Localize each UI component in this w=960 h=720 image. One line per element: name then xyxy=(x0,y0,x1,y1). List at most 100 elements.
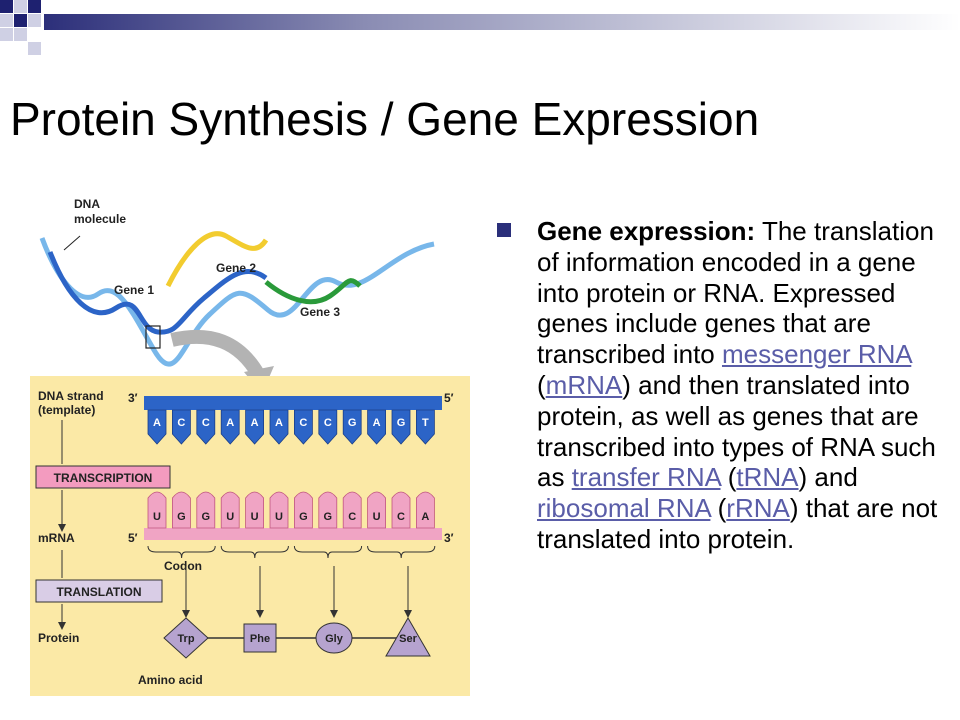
term-label: Gene expression: xyxy=(537,216,756,246)
codon-bracket xyxy=(147,545,216,559)
dna-base: T xyxy=(415,409,435,445)
dna-base: A xyxy=(245,409,265,445)
arrow-head xyxy=(330,610,338,618)
body-text: ( xyxy=(537,369,546,400)
deco-square xyxy=(28,42,41,55)
gene-3-segment xyxy=(264,278,362,305)
link-transfer-rna[interactable]: transfer RNA xyxy=(571,462,721,493)
gene-expression-figure: DNA molecule Gene 1 Gene 2 Gene 3 DNA st… xyxy=(30,197,470,696)
amino-acid: Gly xyxy=(315,622,353,654)
svg-text:U: U xyxy=(275,511,283,523)
svg-text:G: G xyxy=(397,417,406,429)
arrow-head xyxy=(256,610,264,618)
deco-square xyxy=(28,0,41,13)
codon-bracket xyxy=(367,545,436,559)
translation-label: TRANSLATION xyxy=(56,585,141,599)
body-text: ( xyxy=(710,493,727,524)
body-text: The translation of information encoded i… xyxy=(537,216,934,370)
transcription-label: TRANSCRIPTION xyxy=(54,471,153,485)
svg-text:A: A xyxy=(251,417,259,429)
mrna-backbone xyxy=(144,528,442,540)
dna-strand-label: DNA strand xyxy=(38,389,104,403)
amino-acid-chain: Trp Phe Gly Ser xyxy=(163,566,431,659)
header-decoration xyxy=(0,0,960,55)
svg-text:G: G xyxy=(202,511,211,523)
deco-square xyxy=(0,28,13,41)
bullet-text: Gene expression: The translation of info… xyxy=(537,216,957,555)
dna-base: C xyxy=(318,409,338,445)
svg-text:A: A xyxy=(153,417,161,429)
link-trna[interactable]: tRNA xyxy=(736,462,799,493)
svg-text:A: A xyxy=(275,417,283,429)
dna-3-prime: 3′ xyxy=(128,391,138,405)
svg-text:A: A xyxy=(421,511,429,523)
svg-text:G: G xyxy=(324,511,333,523)
mrna-base: G xyxy=(196,491,216,529)
template-label: (template) xyxy=(38,403,95,417)
svg-text:C: C xyxy=(177,417,185,429)
svg-text:Ser: Ser xyxy=(399,633,417,645)
dna-base: G xyxy=(391,409,411,445)
svg-text:C: C xyxy=(324,417,332,429)
amino-acid: Trp xyxy=(163,617,209,659)
dna-base: A xyxy=(367,409,387,445)
dna-base: G xyxy=(342,409,362,445)
dna-base: A xyxy=(220,409,240,445)
mrna-base: G xyxy=(318,491,338,529)
link-rrna[interactable]: rRNA xyxy=(726,493,790,524)
bullet-item: Gene expression: The translation of info… xyxy=(497,216,957,555)
svg-text:U: U xyxy=(373,511,381,523)
dna-base: C xyxy=(293,409,313,445)
gene-1-label: Gene 1 xyxy=(114,283,154,297)
body-text: ( xyxy=(720,462,737,493)
bullet-square-icon xyxy=(497,223,511,237)
svg-text:Gly: Gly xyxy=(325,633,344,645)
gene-2-label: Gene 2 xyxy=(216,261,256,275)
deco-square xyxy=(14,28,27,41)
zoom-box xyxy=(145,325,161,349)
mrna-base: U xyxy=(147,491,167,529)
mrna-base: A xyxy=(416,491,435,529)
mrna-5-prime: 5′ xyxy=(128,531,138,545)
protein-label: Protein xyxy=(38,631,79,645)
transcription-box xyxy=(35,465,171,489)
link-mrna[interactable]: mRNA xyxy=(545,369,623,400)
link-messenger-rna[interactable]: messenger RNA xyxy=(721,339,912,370)
amino-acid: Phe xyxy=(243,623,277,653)
dna-base: A xyxy=(269,409,289,445)
link-ribosomal-rna[interactable]: ribosomal RNA xyxy=(537,493,711,524)
mrna-base: C xyxy=(391,491,411,529)
slide-title: Protein Synthesis / Gene Expression xyxy=(10,93,760,145)
svg-text:Phe: Phe xyxy=(250,633,270,645)
mrna-base: U xyxy=(269,491,289,529)
svg-text:U: U xyxy=(226,511,234,523)
dna-backbone xyxy=(144,396,442,410)
body-text: ) that are not translated into protein. xyxy=(537,493,938,554)
dna-label: DNA xyxy=(74,197,100,211)
svg-text:G: G xyxy=(299,511,308,523)
deco-square xyxy=(14,0,27,13)
dna-base: C xyxy=(196,409,216,445)
svg-text:C: C xyxy=(397,511,405,523)
codon-bracket xyxy=(220,545,289,559)
mrna-label: mRNA xyxy=(38,531,75,545)
svg-text:U: U xyxy=(251,511,259,523)
mrna-base: U xyxy=(220,491,240,529)
deco-square xyxy=(14,14,27,27)
mrna-base: U xyxy=(245,491,264,529)
mrna-base: G xyxy=(294,491,313,529)
translation-box xyxy=(35,579,163,603)
header-gradient-bar xyxy=(44,14,960,30)
arrow-head xyxy=(404,610,412,618)
gene-3-label: Gene 3 xyxy=(300,305,340,319)
svg-text:A: A xyxy=(226,417,234,429)
mrna-base: U xyxy=(367,491,386,529)
arrow-head xyxy=(182,610,190,618)
deco-square xyxy=(0,14,13,27)
codon-bracket xyxy=(293,545,363,559)
codon-label: Codon xyxy=(164,559,202,573)
amino-acid: Ser xyxy=(385,617,431,657)
dna-helix-strand xyxy=(39,237,435,367)
